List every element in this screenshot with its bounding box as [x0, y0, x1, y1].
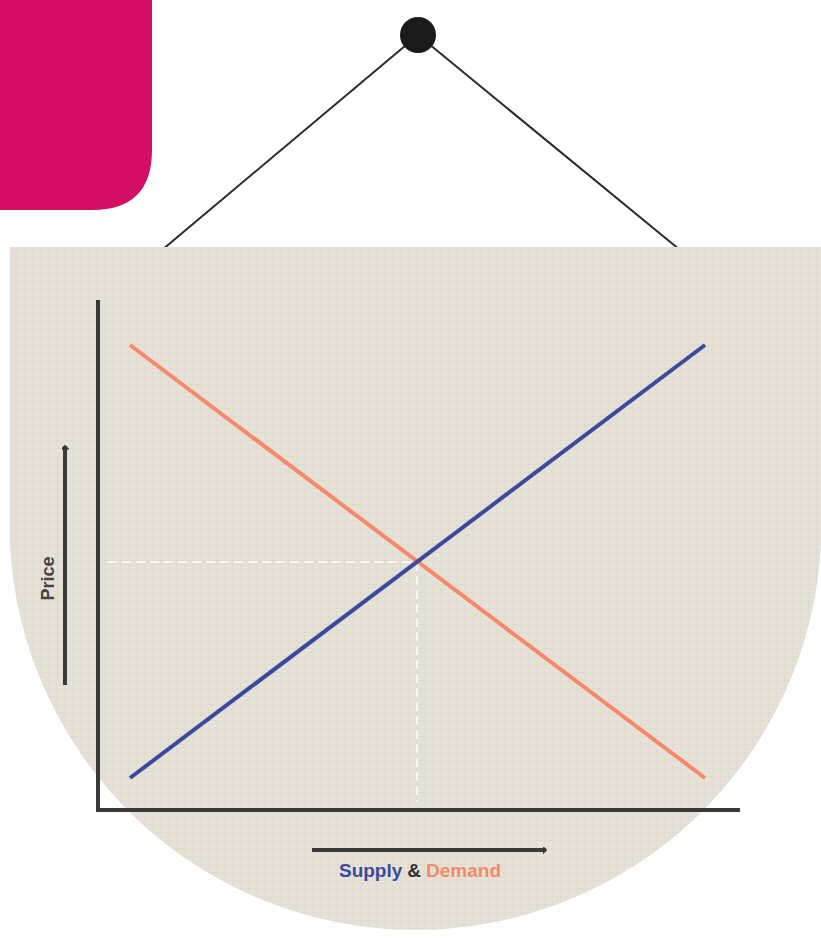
hanger-string [418, 35, 680, 250]
equilibrium-guide [416, 562, 418, 802]
sign-board [10, 247, 821, 930]
corner-accent [0, 0, 152, 210]
supply-curve [130, 345, 705, 778]
demand-label: Demand [426, 860, 501, 882]
supply-label: Supply [339, 860, 402, 882]
axis-label: Price [37, 556, 58, 600]
quantity-arrow [312, 848, 546, 852]
hanger-string [162, 35, 418, 250]
hanger-nail [400, 17, 436, 53]
ampersand-label: & [407, 860, 421, 882]
demand-curve [130, 345, 705, 778]
equilibrium-guide [108, 561, 417, 563]
price-arrow [63, 446, 67, 685]
axis-caption: Supply&Demand [250, 860, 590, 882]
sign-grid [10, 247, 821, 930]
x-axis [96, 808, 740, 812]
y-axis [96, 300, 100, 812]
